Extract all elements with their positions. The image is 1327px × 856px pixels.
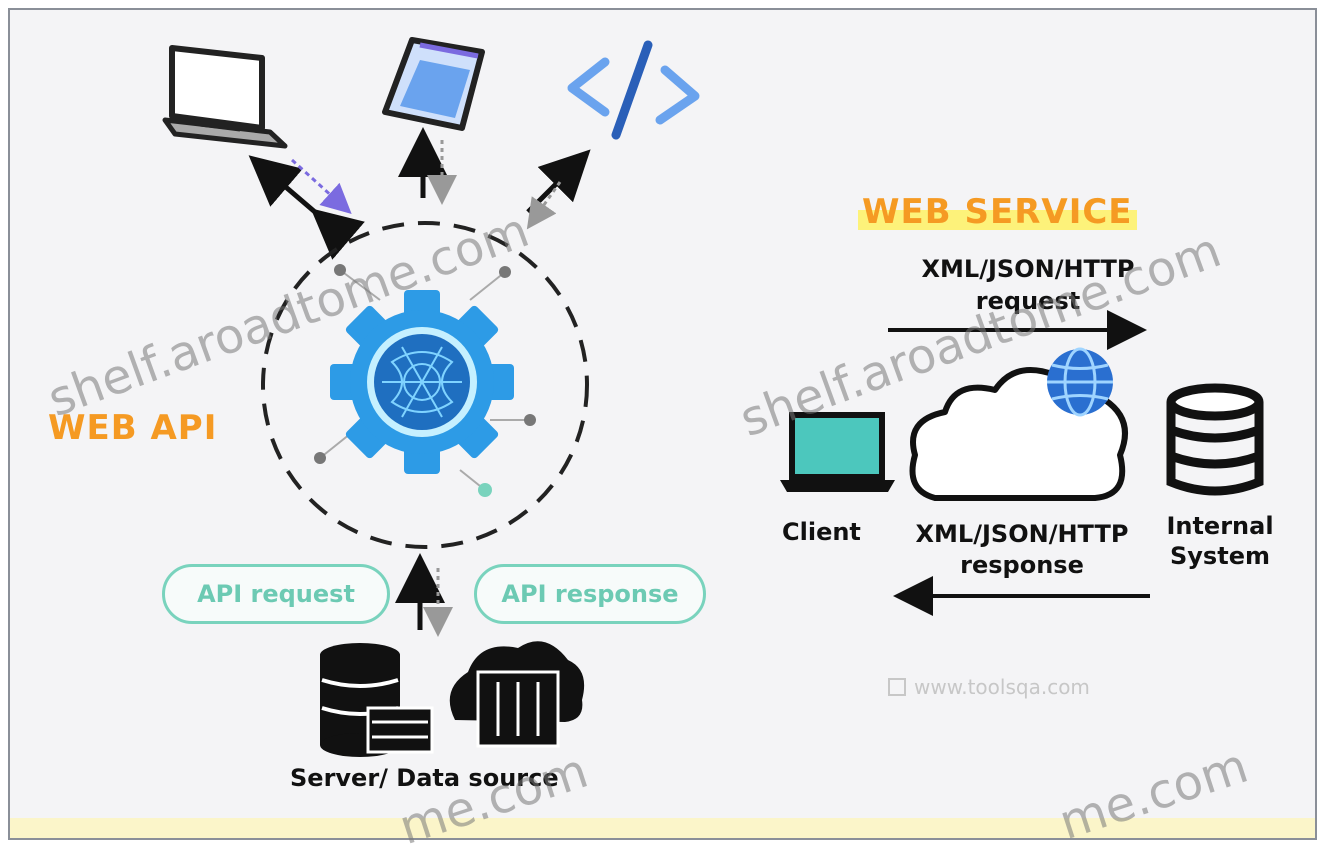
internal-database-icon bbox=[1166, 383, 1264, 496]
cloud-server-icon bbox=[449, 641, 585, 748]
response-label-line1: XML/JSON/HTTP bbox=[915, 520, 1129, 548]
laptop-icon bbox=[162, 45, 288, 149]
source-icon bbox=[888, 678, 906, 696]
response-label-line2: response bbox=[960, 551, 1084, 579]
request-label-line1: XML/JSON/HTTP bbox=[921, 255, 1135, 283]
api-boundary-circle bbox=[261, 221, 589, 549]
client-laptop-icon bbox=[780, 412, 895, 492]
client-label: Client bbox=[782, 518, 861, 546]
database-icon bbox=[320, 643, 434, 757]
web-service-title: WEB SERVICE bbox=[858, 192, 1137, 232]
smartphone-icon bbox=[382, 37, 485, 131]
source-note-text: www.toolsqa.com bbox=[914, 675, 1090, 699]
globe-icon bbox=[1047, 347, 1113, 417]
gear-icon bbox=[330, 290, 514, 474]
server-data-source-label: Server/ Data source bbox=[290, 764, 559, 792]
source-note: www.toolsqa.com bbox=[888, 675, 1090, 699]
internal-label-line1: Internal bbox=[1166, 512, 1274, 540]
api-request-pill: API request bbox=[162, 564, 390, 624]
web-api-title: WEB API bbox=[48, 408, 218, 448]
request-label-line2: request bbox=[975, 287, 1081, 315]
code-icon bbox=[567, 40, 700, 140]
bottom-highlight-strip bbox=[10, 818, 1315, 838]
api-response-pill: API response bbox=[474, 564, 706, 624]
internal-label-line2: System bbox=[1170, 542, 1270, 570]
